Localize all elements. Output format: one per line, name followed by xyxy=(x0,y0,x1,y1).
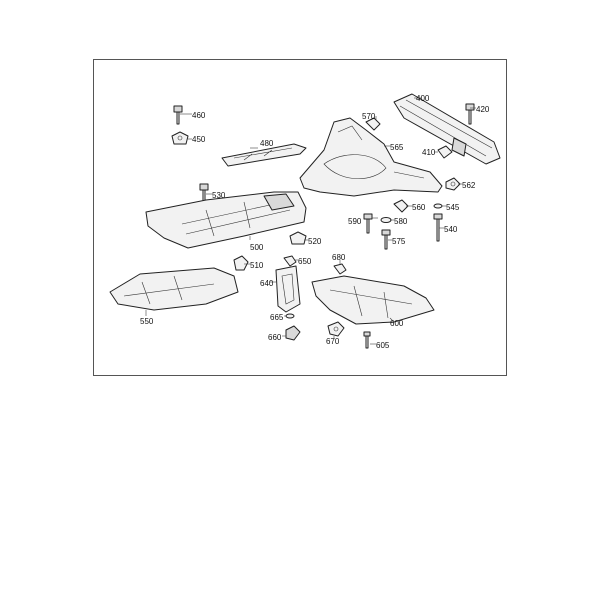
callout-530: 530 xyxy=(212,191,226,200)
part-450-nut xyxy=(171,131,189,145)
part-562-nut xyxy=(445,177,461,191)
callout-590: 590 xyxy=(348,217,362,226)
callout-480: 480 xyxy=(260,139,274,148)
part-420-bolt xyxy=(465,103,475,125)
callout-420: 420 xyxy=(476,105,490,114)
part-590-bolt xyxy=(363,213,373,234)
callout-520: 520 xyxy=(308,237,322,246)
part-510-nut xyxy=(233,255,249,271)
callout-680: 680 xyxy=(332,253,346,262)
part-650-clip xyxy=(283,255,297,267)
diagram-frame: 400 420 460 450 570 480 565 410 562 530 … xyxy=(93,59,507,376)
callout-400: 400 xyxy=(416,94,430,103)
callout-580: 580 xyxy=(394,217,408,226)
callout-570: 570 xyxy=(362,112,376,121)
callout-600: 600 xyxy=(390,319,404,328)
part-660-nut xyxy=(285,325,301,341)
callout-labels: 400 420 460 450 570 480 565 410 562 530 … xyxy=(140,94,490,350)
part-565-rear-floor-panel xyxy=(299,117,443,197)
part-410-clip xyxy=(437,145,453,159)
part-540-bolt xyxy=(433,213,443,242)
callout-545: 545 xyxy=(446,203,460,212)
part-550-front-underbody-panel xyxy=(109,267,239,311)
part-665-washer xyxy=(285,313,295,319)
callout-640: 640 xyxy=(260,279,274,288)
callout-560: 560 xyxy=(412,203,426,212)
part-575-bolt xyxy=(381,229,391,250)
part-580-washer xyxy=(380,217,392,223)
callout-670: 670 xyxy=(326,337,340,346)
part-640-bracket xyxy=(275,265,301,313)
parts-diagram: 400 420 460 450 570 480 565 410 562 530 … xyxy=(109,93,501,350)
callout-540: 540 xyxy=(444,225,458,234)
part-680-clip xyxy=(333,263,347,275)
part-530-bolt xyxy=(199,183,209,203)
callout-575: 575 xyxy=(392,237,406,246)
callout-leaders xyxy=(145,97,476,345)
callout-500: 500 xyxy=(250,243,264,252)
part-460-bolt xyxy=(173,105,183,125)
callout-605: 605 xyxy=(376,341,390,350)
callout-410: 410 xyxy=(422,148,436,157)
part-560-clip xyxy=(393,199,409,213)
callout-510: 510 xyxy=(250,261,264,270)
part-600-rear-underbody-panel xyxy=(311,275,435,325)
part-570-clip xyxy=(365,117,381,131)
callout-562: 562 xyxy=(462,181,476,190)
callout-665: 665 xyxy=(270,313,284,322)
part-480-trim-strip xyxy=(221,143,307,167)
part-520-nut xyxy=(289,231,307,245)
callout-565: 565 xyxy=(390,143,404,152)
part-670-nut xyxy=(327,321,345,337)
callout-550: 550 xyxy=(140,317,154,326)
callout-660: 660 xyxy=(268,333,282,342)
part-500-center-panel xyxy=(145,191,307,249)
part-605-screw xyxy=(363,331,371,349)
part-545-washer xyxy=(433,203,443,209)
callout-450: 450 xyxy=(192,135,206,144)
part-400-bumper-beam xyxy=(393,93,501,165)
callout-650: 650 xyxy=(298,257,312,266)
callout-460: 460 xyxy=(192,111,206,120)
